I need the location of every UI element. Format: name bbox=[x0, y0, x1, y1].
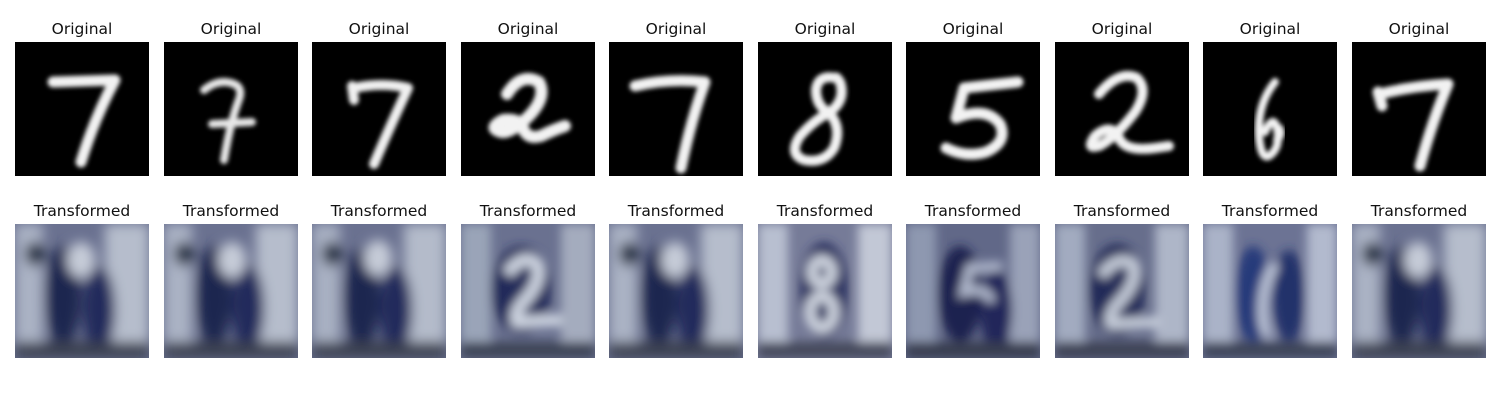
transformed-image bbox=[758, 224, 892, 358]
transformed-title: Transformed bbox=[1370, 202, 1468, 220]
original-title: Original bbox=[497, 20, 559, 38]
original-digit-image bbox=[1203, 42, 1337, 176]
original-cell-6: Original bbox=[758, 18, 892, 178]
original-cell-7: Original bbox=[906, 18, 1040, 178]
original-digit-image bbox=[1352, 42, 1486, 176]
transformed-title: Transformed bbox=[627, 202, 725, 220]
original-cell-2: Original bbox=[164, 18, 298, 178]
transformed-image bbox=[312, 224, 446, 358]
transformed-image bbox=[906, 224, 1040, 358]
transformed-title: Transformed bbox=[1221, 202, 1319, 220]
transformed-cell-9: Transformed bbox=[1203, 200, 1337, 360]
original-title: Original bbox=[348, 20, 410, 38]
original-digit-image bbox=[906, 42, 1040, 176]
original-digit-image bbox=[1055, 42, 1189, 176]
original-digit-image bbox=[609, 42, 743, 176]
transformed-image bbox=[609, 224, 743, 358]
transformed-title: Transformed bbox=[479, 202, 577, 220]
transformed-cell-10: Transformed bbox=[1352, 200, 1486, 360]
original-cell-4: Original bbox=[461, 18, 595, 178]
transformed-image bbox=[1055, 224, 1189, 358]
transformed-image bbox=[1352, 224, 1486, 358]
original-cell-3: Original bbox=[312, 18, 446, 178]
transformed-image bbox=[1203, 224, 1337, 358]
original-cell-5: Original bbox=[609, 18, 743, 178]
original-title: Original bbox=[51, 20, 113, 38]
original-title: Original bbox=[645, 20, 707, 38]
original-digit-image bbox=[312, 42, 446, 176]
original-title: Original bbox=[794, 20, 856, 38]
transformed-title: Transformed bbox=[924, 202, 1022, 220]
original-digit-image bbox=[758, 42, 892, 176]
original-digit-image bbox=[461, 42, 595, 176]
original-cell-9: Original bbox=[1203, 18, 1337, 178]
transformed-cell-8: Transformed bbox=[1055, 200, 1189, 360]
transformed-image bbox=[461, 224, 595, 358]
transformed-cell-5: Transformed bbox=[609, 200, 743, 360]
transformed-cell-3: Transformed bbox=[312, 200, 446, 360]
original-row: Original Original bbox=[0, 18, 1500, 178]
original-cell-1: Original bbox=[15, 18, 149, 178]
transformed-image bbox=[164, 224, 298, 358]
transformed-row: Transformed Tran bbox=[0, 200, 1500, 360]
original-title: Original bbox=[200, 20, 262, 38]
transformed-title: Transformed bbox=[776, 202, 874, 220]
original-digit-image bbox=[15, 42, 149, 176]
original-title: Original bbox=[942, 20, 1004, 38]
original-digit-image bbox=[164, 42, 298, 176]
original-title: Original bbox=[1388, 20, 1450, 38]
transformed-cell-6: Transformed bbox=[758, 200, 892, 360]
transformed-title: Transformed bbox=[182, 202, 280, 220]
transformed-cell-4: Transformed bbox=[461, 200, 595, 360]
transformed-title: Transformed bbox=[330, 202, 428, 220]
transformed-image bbox=[15, 224, 149, 358]
original-cell-10: Original bbox=[1352, 18, 1486, 178]
transformed-title: Transformed bbox=[1073, 202, 1171, 220]
transformed-cell-2: Transformed bbox=[164, 200, 298, 360]
original-title: Original bbox=[1091, 20, 1153, 38]
transformed-cell-7: Transformed bbox=[906, 200, 1040, 360]
original-title: Original bbox=[1239, 20, 1301, 38]
transformed-cell-1: Transformed bbox=[15, 200, 149, 360]
transformed-title: Transformed bbox=[33, 202, 131, 220]
original-cell-8: Original bbox=[1055, 18, 1189, 178]
